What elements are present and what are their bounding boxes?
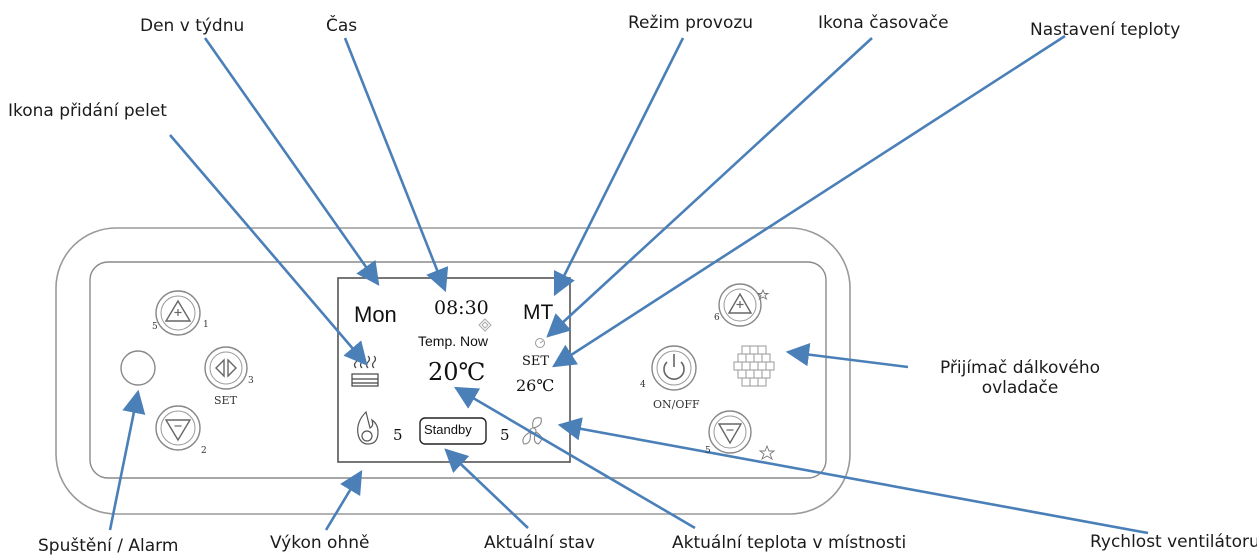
lcd-set-temp: 26℃ — [516, 376, 555, 395]
arrow-mode — [553, 37, 685, 297]
right-onoff-num: 4 — [640, 380, 646, 390]
label-start-alarm: Spuštění / Alarm — [38, 536, 179, 556]
label-room-temp: Aktuální teplota v místnosti — [672, 533, 907, 553]
state-box — [419, 417, 487, 445]
left-up-num-a: 5 — [152, 322, 158, 332]
onoff-button-label: ON/OFF — [653, 398, 700, 411]
lcd-fan-level: 5 — [500, 426, 510, 444]
label-pellet-icon: Ikona přidání pelet — [8, 101, 167, 121]
label-fan-speed: Rychlost ventilátoru — [1090, 532, 1257, 552]
lcd-room-temp: 20℃ — [428, 358, 486, 386]
label-timer-icon: Ikona časovače — [818, 13, 949, 33]
arrow-time — [343, 37, 449, 293]
star-icon — [758, 444, 776, 461]
right-down-num: 5 — [705, 446, 711, 456]
label-day-of-week: Den v týdnu — [140, 16, 245, 36]
label-fire-power: Výkon ohně — [270, 533, 370, 553]
left-up-button[interactable] — [155, 290, 201, 336]
lcd-temp-label: Temp. Now — [418, 333, 489, 349]
left-set-num: 3 — [248, 376, 254, 386]
power-button[interactable] — [651, 345, 697, 391]
left-set-button[interactable] — [204, 346, 248, 390]
label-current-state: Aktuální stav — [484, 533, 595, 553]
star-icon — [756, 288, 770, 301]
lcd-day: Mon — [354, 302, 397, 327]
arrow-day — [203, 37, 380, 286]
right-up-button[interactable] — [718, 283, 762, 327]
left-up-num-b: 1 — [203, 320, 209, 330]
label-time: Čas — [326, 16, 358, 36]
left-down-num: 2 — [201, 446, 207, 456]
arrow-receiver — [785, 343, 909, 369]
flame-icon — [357, 410, 379, 445]
right-down-button[interactable] — [708, 410, 752, 454]
arrow-state — [444, 448, 529, 529]
wifi-icon — [478, 318, 492, 332]
arrow-fan — [557, 417, 1149, 535]
arrow-fire-power — [324, 469, 363, 531]
label-operating-mode: Režim provozu — [628, 13, 754, 33]
arrow-start-alarm — [108, 389, 146, 531]
timer-icon — [535, 338, 545, 348]
lcd-time: 08:30 — [434, 297, 489, 319]
arrow-timer — [546, 37, 873, 338]
lcd-mode: MT — [523, 301, 554, 324]
lcd-fire-level: 5 — [393, 426, 403, 444]
arrow-pellet — [169, 134, 368, 366]
right-up-num-a: 6 — [714, 313, 720, 323]
label-temp-setting: Nastavení teploty — [1030, 20, 1181, 40]
remote-receiver-grid — [733, 345, 775, 387]
lcd-state: Standby — [424, 422, 472, 437]
start-alarm-indicator — [120, 350, 156, 386]
set-button-label: SET — [214, 394, 237, 407]
arrow-room-temp — [453, 386, 696, 530]
arrow-temp-setting — [552, 34, 1066, 368]
lcd-set-label: SET — [522, 354, 550, 369]
left-down-button[interactable] — [155, 405, 201, 451]
